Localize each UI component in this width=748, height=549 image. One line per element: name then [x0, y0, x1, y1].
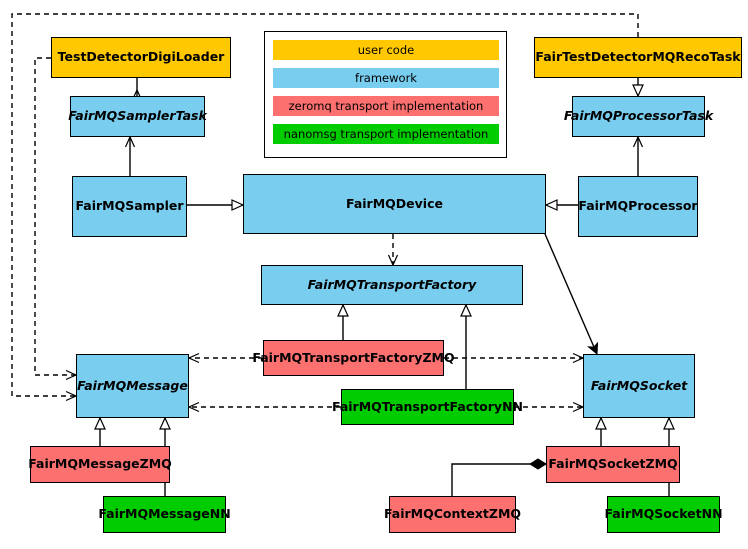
class-label-fair-mq-device: FairMQDevice	[346, 195, 443, 211]
class-box-fair-mq-transport-factory-nn[interactable]: FairMQTransportFactoryNN	[332, 389, 523, 425]
class-box-fair-mq-socket-zmq[interactable]: FairMQSocketZMQ	[546, 446, 680, 483]
class-label-fair-mq-processor-task: FairMQProcessorTask	[563, 108, 714, 124]
class-box-fair-mq-socket[interactable]: FairMQSocket	[583, 354, 695, 418]
class-box-fair-mq-message-zmq[interactable]: FairMQMessageZMQ	[28, 446, 172, 483]
class-box-fair-mq-device[interactable]: FairMQDevice	[243, 174, 546, 234]
class-label-fair-test-detector-mq-reco-task: FairTestDetectorMQRecoTask	[535, 49, 741, 65]
class-label-test-detector-digi-loader: TestDetectorDigiLoader	[57, 49, 225, 65]
class-box-fair-mq-context-zmq[interactable]: FairMQContextZMQ	[384, 496, 521, 533]
legend-item-nanomsg: nanomsg transport implementation	[273, 124, 499, 144]
class-box-fair-mq-sampler-task[interactable]: FairMQSamplerTask	[68, 96, 207, 137]
class-label-fair-mq-message-zmq: FairMQMessageZMQ	[28, 456, 172, 472]
class-label-fair-mq-sampler-task: FairMQSamplerTask	[68, 108, 207, 124]
class-label-fair-mq-sampler: FairMQSampler	[75, 198, 184, 214]
class-label-fair-mq-transport-factory-zmq: FairMQTransportFactoryZMQ	[252, 349, 455, 365]
class-box-fair-mq-processor-task[interactable]: FairMQProcessorTask	[564, 96, 713, 137]
class-label-fair-mq-message-nn: FairMQMessageNN	[98, 506, 231, 522]
legend-item-user-code: user code	[273, 40, 499, 60]
class-box-fair-mq-message-nn[interactable]: FairMQMessageNN	[98, 496, 231, 533]
class-box-fair-mq-processor[interactable]: FairMQProcessor	[578, 176, 698, 237]
class-box-fair-mq-socket-nn[interactable]: FairMQSocketNN	[604, 496, 723, 533]
class-label-fair-mq-transport-factory: FairMQTransportFactory	[307, 276, 477, 292]
edge-socketzmq-composes-contextzmq	[451, 458, 547, 496]
class-box-fair-mq-message[interactable]: FairMQMessage	[76, 354, 189, 418]
class-label-fair-mq-socket-zmq: FairMQSocketZMQ	[548, 456, 678, 472]
class-box-fair-test-detector-mq-reco-task[interactable]: FairTestDetectorMQRecoTask	[534, 37, 742, 78]
legend-panel: user code framework zeromq transport imp…	[264, 31, 507, 158]
edge-digiloader-depends-message	[34, 57, 78, 381]
class-label-fair-mq-message: FairMQMessage	[77, 377, 188, 393]
edge-device-assoc-socket	[544, 233, 597, 354]
legend-item-framework: framework	[273, 68, 499, 88]
class-label-fair-mq-processor: FairMQProcessor	[578, 198, 698, 214]
class-label-fair-mq-socket: FairMQSocket	[590, 377, 688, 393]
class-box-fair-mq-transport-factory-zmq[interactable]: FairMQTransportFactoryZMQ	[252, 340, 455, 376]
class-box-fair-mq-transport-factory[interactable]: FairMQTransportFactory	[261, 265, 523, 305]
legend-item-zeromq: zeromq transport implementation	[273, 96, 499, 116]
class-label-fair-mq-socket-nn: FairMQSocketNN	[604, 506, 723, 522]
class-box-test-detector-digi-loader[interactable]: TestDetectorDigiLoader	[51, 37, 231, 78]
class-label-fair-mq-transport-factory-nn: FairMQTransportFactoryNN	[332, 398, 523, 414]
edge-recotask-depends-message	[11, 13, 639, 402]
class-box-fair-mq-sampler[interactable]: FairMQSampler	[72, 176, 187, 237]
class-label-fair-mq-context-zmq: FairMQContextZMQ	[383, 506, 522, 522]
